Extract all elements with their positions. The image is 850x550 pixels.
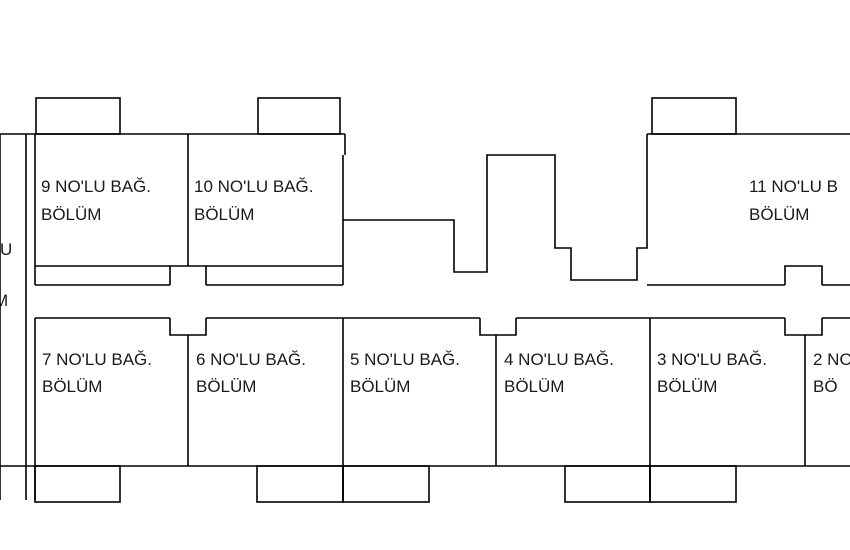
unit-3-label-line1: 3 NO'LU BAĞ. [657,350,767,369]
unit-4-label-line1: 4 NO'LU BAĞ. [504,350,614,369]
balcony-unit-7 [34,465,121,503]
balcony-unit-11 [651,97,737,135]
unit-11-label-line2: BÖLÜM [749,205,809,224]
unit-3-label-line2: BÖLÜM [657,377,717,396]
cut-unit-label-line2: M [0,291,8,310]
room-labels: U M 9 NO'LU BAĞ. BÖLÜM 10 NO'LU BAĞ. BÖL… [0,177,850,396]
balcony-unit-9 [35,97,121,135]
balcony-unit-6 [256,465,344,503]
unit-4-label-line2: BÖLÜM [504,377,564,396]
unit-7-label-line2: BÖLÜM [42,377,102,396]
unit-10-label-line2: BÖLÜM [194,205,254,224]
walls [0,97,850,503]
unit-5-label-line1: 5 NO'LU BAĞ. [350,350,460,369]
unit-10-label-line1: 10 NO'LU BAĞ. [194,177,313,196]
balcony-unit-10 [257,97,341,135]
unit-6-label-line1: 6 NO'LU BAĞ. [196,350,306,369]
unit-9-label-line1: 9 NO'LU BAĞ. [41,177,151,196]
unit-5-label-line2: BÖLÜM [350,377,410,396]
unit-2-label-line1: 2 NO [813,350,850,369]
cut-unit-label-line1: U [0,240,12,259]
balcony-unit-4 [564,465,651,503]
balcony-unit-5 [342,465,430,503]
unit-7-label-line1: 7 NO'LU BAĞ. [42,350,152,369]
unit-11-label-line1: 11 NO'LU B [749,177,838,196]
unit-6-label-line2: BÖLÜM [196,377,256,396]
balcony-unit-3 [649,465,737,503]
unit-2-label-line2: BÖ [813,377,838,396]
unit-9-label-line2: BÖLÜM [41,205,101,224]
